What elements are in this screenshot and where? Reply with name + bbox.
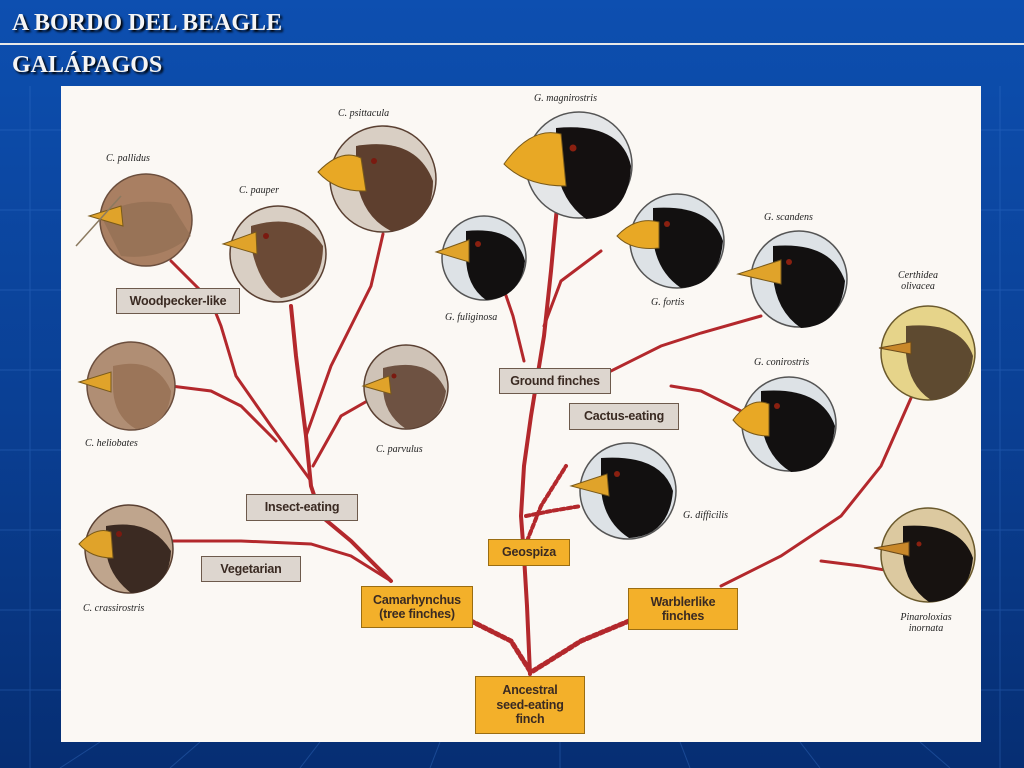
bird-pallidus <box>75 173 193 267</box>
bird-difficilis <box>569 442 677 540</box>
species-pallidus: C. pallidus <box>106 153 150 164</box>
tree-branches <box>75 111 976 676</box>
bird-crassirostris <box>78 504 174 594</box>
species-fuliginosa: G. fuliginosa <box>445 312 498 323</box>
bird-heliobates <box>77 341 176 431</box>
bird-psittacula <box>317 125 437 233</box>
bird-pauper <box>221 205 327 303</box>
species-parvulus: C. parvulus <box>376 444 423 455</box>
bird-conirostris <box>732 376 837 472</box>
label-ground-finches: Ground finches <box>499 368 611 394</box>
species-fortis: G. fortis <box>651 297 685 308</box>
bird-fuliginosa <box>434 215 527 301</box>
bird-certhidea <box>878 305 976 401</box>
bird-fortis <box>616 193 725 289</box>
label-cactus-eating: Cactus-eating <box>569 403 679 430</box>
bird-parvulus <box>361 344 449 430</box>
species-difficilis: G. difficilis <box>683 510 728 521</box>
title-divider <box>0 43 1024 45</box>
species-magnirostris: G. magnirostris <box>534 93 597 104</box>
species-conirostris: G. conirostris <box>754 357 810 368</box>
label-ancestral-finch: Ancestral seed-eating finch <box>475 676 585 734</box>
species-pauper: C. pauper <box>239 185 279 196</box>
label-insect-eating: Insect-eating <box>246 494 358 521</box>
label-vegetarian: Vegetarian <box>201 556 301 582</box>
slide-title: A BORDO DEL BEAGLE <box>12 10 283 36</box>
species-psittacula: C. psittacula <box>338 108 390 119</box>
label-tree-finches: Camarhynchus (tree finches) <box>361 586 473 628</box>
label-woodpecker-like: Woodpecker-like <box>116 288 240 314</box>
species-scandens: G. scandens <box>764 212 813 223</box>
finch-phylogeny-figure: Woodpecker-like Insect-eating Vegetarian… <box>61 86 981 742</box>
species-crassirostris: C. crassirostris <box>83 603 145 614</box>
label-warblerlike-finches: Warblerlike finches <box>628 588 738 630</box>
species-heliobates: C. heliobates <box>85 438 138 449</box>
species-pinaroloxias: Pinaroloxias inornata <box>900 612 952 634</box>
bird-scandens <box>736 230 848 328</box>
slide-subtitle: GALÁPAGOS <box>12 52 163 78</box>
bird-magnirostris <box>503 111 633 219</box>
bird-pinaroloxias <box>873 507 976 603</box>
label-geospiza: Geospiza <box>488 539 570 566</box>
species-certhidea: Certhidea olivacea <box>898 270 938 292</box>
